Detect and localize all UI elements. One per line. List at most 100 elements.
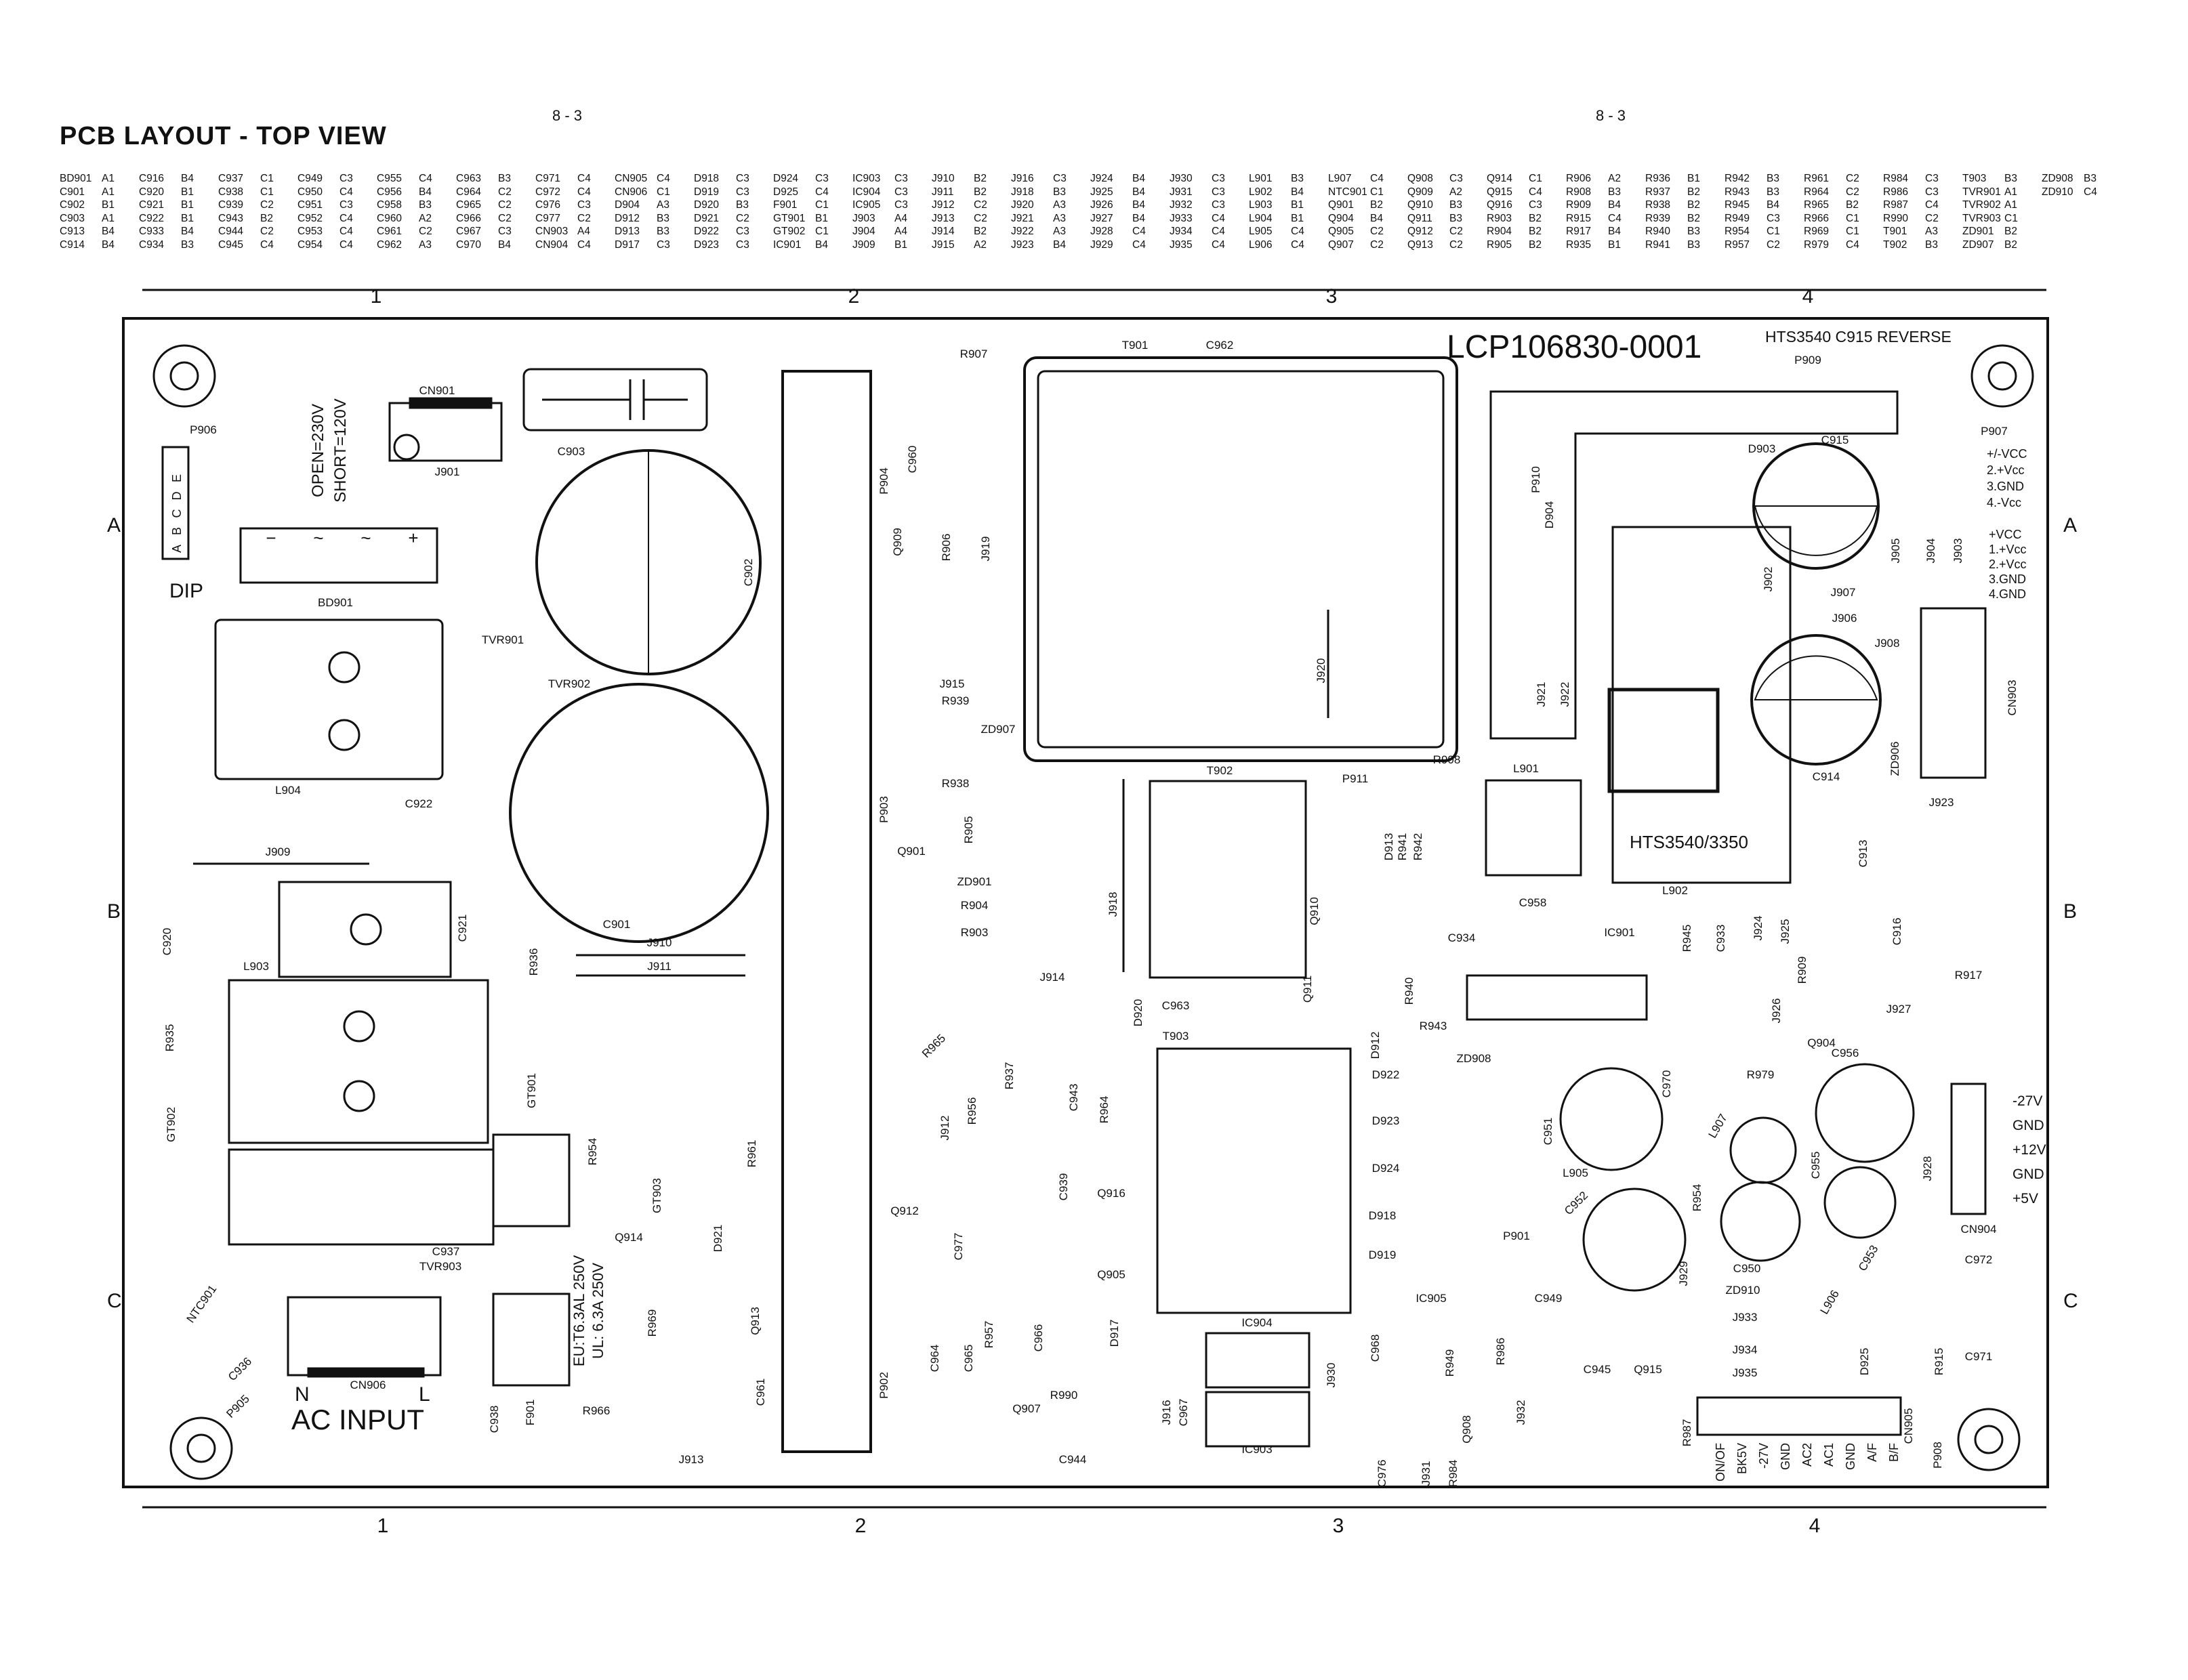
legend-location: C4 bbox=[1212, 238, 1225, 251]
capacitor-c914 bbox=[1750, 634, 1882, 765]
legend-location: A2 bbox=[1608, 173, 1621, 184]
component-label: TVR902 bbox=[548, 677, 590, 690]
component-label: C953 bbox=[1856, 1243, 1881, 1274]
component-label: R956 bbox=[966, 1097, 978, 1125]
component-label: R986 bbox=[1494, 1338, 1507, 1366]
grid-row-label-left: B bbox=[107, 900, 121, 923]
legend-ref: Q901 bbox=[1328, 199, 1354, 211]
legend-location: C1 bbox=[815, 199, 829, 211]
component-label: R979 bbox=[1747, 1068, 1775, 1081]
inductor-l901 bbox=[1485, 779, 1582, 877]
legend-ref: Q908 bbox=[1407, 173, 1433, 184]
component-label: D925 bbox=[1858, 1348, 1871, 1376]
legend-location: C2 bbox=[260, 226, 274, 237]
legend-location: B2 bbox=[2004, 226, 2017, 237]
legend-location: C4 bbox=[1925, 199, 1939, 211]
legend-ref: CN903 bbox=[535, 226, 569, 237]
component-label: ZD906 bbox=[1888, 741, 1901, 776]
legend-ref: C972 bbox=[535, 186, 561, 198]
cn905-pin-label: ON/OF bbox=[1714, 1443, 1727, 1482]
component-label: J918 bbox=[1107, 892, 1119, 917]
legend-location: B4 bbox=[1132, 173, 1145, 184]
capacitor-c915 bbox=[1752, 442, 1880, 570]
ic-ic901 bbox=[1466, 974, 1648, 1021]
bd901-terminal-symbol: − bbox=[266, 528, 276, 548]
legend-ref: J909 bbox=[852, 238, 875, 251]
legend-ref: J934 bbox=[1170, 226, 1193, 237]
heatsink-outline bbox=[1489, 390, 1899, 740]
legend-location: C4 bbox=[2084, 186, 2097, 198]
component-label: L907 bbox=[1706, 1112, 1730, 1140]
legend-location: C4 bbox=[1291, 226, 1304, 237]
legend-ref: Q911 bbox=[1407, 212, 1432, 224]
legend-ref: J915 bbox=[932, 238, 955, 251]
component-label: D913 bbox=[1382, 833, 1395, 861]
legend-ref: J911 bbox=[932, 186, 954, 198]
component-label: D904 bbox=[1543, 501, 1556, 529]
ic-ic903 bbox=[1205, 1391, 1310, 1448]
component-label: Q909 bbox=[891, 528, 904, 556]
legend-ref: R903 bbox=[1487, 212, 1512, 224]
grid-row-label-right: B bbox=[2063, 900, 2077, 923]
legend-location: C3 bbox=[1449, 173, 1463, 184]
legend-ref: J910 bbox=[932, 173, 955, 184]
legend-location: C4 bbox=[577, 186, 591, 198]
legend-ref: D924 bbox=[773, 173, 799, 184]
legend-location: C4 bbox=[1529, 186, 1542, 198]
component-label: C922 bbox=[405, 797, 433, 810]
legend-ref: IC901 bbox=[773, 238, 802, 251]
component-label: R917 bbox=[1955, 969, 1983, 982]
component-label: J935 bbox=[1733, 1366, 1758, 1379]
legend-location: C3 bbox=[1212, 186, 1225, 198]
legend-location: B4 bbox=[181, 226, 194, 237]
legend-location: A3 bbox=[1053, 212, 1066, 224]
component-label: D918 bbox=[1369, 1209, 1397, 1222]
legend-ref: TVR901 bbox=[1962, 186, 2001, 198]
capacitor-c901 bbox=[509, 683, 769, 943]
component-label: P903 bbox=[878, 796, 890, 823]
legend-ref: ZD910 bbox=[2042, 186, 2073, 198]
legend-location: C1 bbox=[1370, 186, 1384, 198]
fuse-rating-1: EU:T6.3AL 250V bbox=[571, 1255, 587, 1367]
legend-location: C1 bbox=[815, 226, 829, 237]
component-label: IC905 bbox=[1416, 1292, 1446, 1305]
legend-ref: C977 bbox=[535, 212, 561, 224]
legend-location: B1 bbox=[181, 199, 194, 211]
dip-pin-label: B bbox=[170, 527, 184, 535]
fuse-rating-2: UL: 6.3A 250V bbox=[590, 1263, 606, 1359]
ac-l-label: L bbox=[419, 1383, 430, 1406]
legend-ref: R938 bbox=[1645, 199, 1671, 211]
legend-ref: L907 bbox=[1328, 173, 1352, 184]
cn905-pin-label: AC1 bbox=[1822, 1443, 1836, 1467]
legend-location: A4 bbox=[894, 226, 907, 237]
component-label: J914 bbox=[1040, 971, 1065, 984]
legend-location: C1 bbox=[260, 173, 274, 184]
component-label: P910 bbox=[1529, 466, 1542, 493]
legend-ref: D913 bbox=[615, 226, 640, 237]
component-label: Q915 bbox=[1634, 1363, 1662, 1376]
bd901-terminal-symbol: ~ bbox=[360, 528, 371, 548]
legend-location: B4 bbox=[1608, 226, 1621, 237]
connector-cn904 bbox=[1950, 1083, 1987, 1215]
capacitor-c950 bbox=[1720, 1181, 1801, 1262]
